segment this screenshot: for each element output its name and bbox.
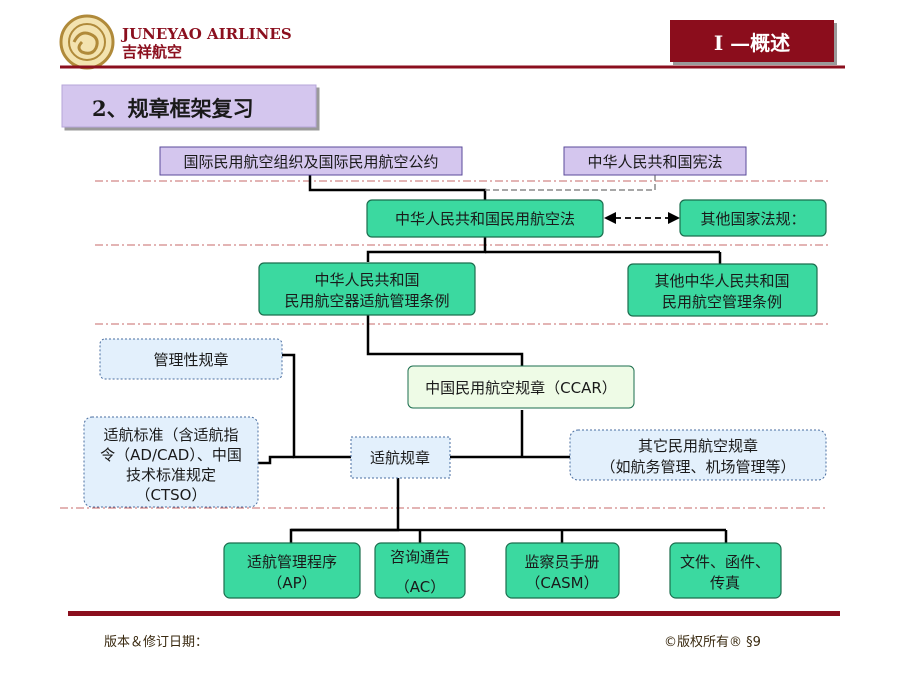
- svg-text:其他国家法规：: 其他国家法规：: [700, 210, 805, 228]
- svg-text:（CTSO）: （CTSO）: [136, 486, 207, 504]
- svg-text:技术标准规定: 技术标准规定: [126, 466, 216, 484]
- svg-text:（如航务管理、机场管理等）: （如航务管理、机场管理等）: [600, 458, 795, 476]
- section-tab: I —概述: [670, 20, 834, 62]
- svg-text:咨询通告: 咨询通告: [390, 548, 450, 566]
- airline-name-en: JUNEYAO AIRLINES: [120, 25, 292, 43]
- svg-text:适航规章: 适航规章: [370, 449, 430, 467]
- svg-text:（AP）: （AP）: [267, 574, 316, 592]
- svg-text:适航管理程序: 适航管理程序: [247, 553, 337, 571]
- node-other-regulation: 其他中华人民共和国 民用航空管理条例: [627, 263, 818, 317]
- svg-text:民用航空管理条例: 民用航空管理条例: [662, 293, 782, 311]
- node-constitution: 中华人民共和国宪法: [563, 146, 747, 176]
- node-circular: 咨询通告 （AC）: [374, 542, 466, 599]
- svg-text:适航标准（含适航指: 适航标准（含适航指: [103, 426, 238, 444]
- node-airworthiness-regulation: 中华人民共和国 民用航空器适航管理条例: [258, 262, 476, 316]
- connectors: [258, 175, 728, 543]
- constitution-link: [485, 175, 656, 191]
- footer-rule: [68, 611, 840, 616]
- node-procedure: 适航管理程序 （AP）: [223, 542, 361, 599]
- node-documents: 文件、函件、 传真: [669, 542, 782, 599]
- airline-name-cn: 吉祥航空: [122, 43, 182, 61]
- bidirectional-arrow: [604, 212, 680, 224]
- svg-text:中华人民共和国民用航空法: 中华人民共和国民用航空法: [395, 210, 575, 228]
- svg-text:其它民用航空规章: 其它民用航空规章: [638, 437, 758, 455]
- svg-text:（CASM）: （CASM）: [525, 574, 598, 592]
- node-other-ccar: 其它民用航空规章 （如航务管理、机场管理等）: [569, 429, 827, 481]
- subtitle-box: 2、规章框架复习: [61, 84, 317, 128]
- node-icao: 国际民用航空组织及国际民用航空公约: [159, 146, 463, 176]
- node-airworthiness-rules: 适航规章: [350, 436, 451, 479]
- svg-text:民用航空器适航管理条例: 民用航空器适航管理条例: [284, 292, 449, 310]
- airline-logo: [59, 14, 115, 70]
- slide-subtitle: 2、规章框架复习: [92, 96, 254, 121]
- level-separators: [60, 180, 828, 509]
- svg-text:中国民用航空规章（CCAR）: 中国民用航空规章（CCAR）: [425, 379, 617, 397]
- node-aviation-law: 中华人民共和国民用航空法: [366, 199, 604, 238]
- footer-copyright: ©版权所有® §9: [664, 634, 761, 650]
- svg-text:国际民用航空组织及国际民用航空公约: 国际民用航空组织及国际民用航空公约: [183, 153, 438, 171]
- svg-text:文件、函件、: 文件、函件、: [680, 553, 770, 571]
- svg-text:其他中华人民共和国: 其他中华人民共和国: [654, 272, 789, 290]
- svg-text:管理性规章: 管理性规章: [153, 351, 228, 369]
- svg-text:传真: 传真: [710, 574, 740, 592]
- svg-text:中华人民共和国: 中华人民共和国: [314, 271, 419, 289]
- node-other-national: 其他国家法规：: [679, 199, 827, 237]
- footer-version: 版本＆修订日期：: [104, 635, 208, 650]
- node-ccar: 中国民用航空规章（CCAR）: [407, 365, 635, 409]
- node-inspector-manual: 监察员手册 （CASM）: [505, 542, 620, 599]
- node-management-rules: 管理性规章: [99, 338, 283, 380]
- node-airworthiness-standards: 适航标准（含适航指 令（AD/CAD）、中国 技术标准规定 （CTSO）: [83, 416, 259, 508]
- svg-text:（AC）: （AC）: [395, 578, 445, 596]
- section-title: I —概述: [714, 31, 790, 55]
- svg-text:中华人民共和国宪法: 中华人民共和国宪法: [587, 153, 722, 171]
- svg-text:令（AD/CAD）、中国: 令（AD/CAD）、中国: [100, 446, 242, 464]
- svg-text:监察员手册: 监察员手册: [524, 553, 599, 571]
